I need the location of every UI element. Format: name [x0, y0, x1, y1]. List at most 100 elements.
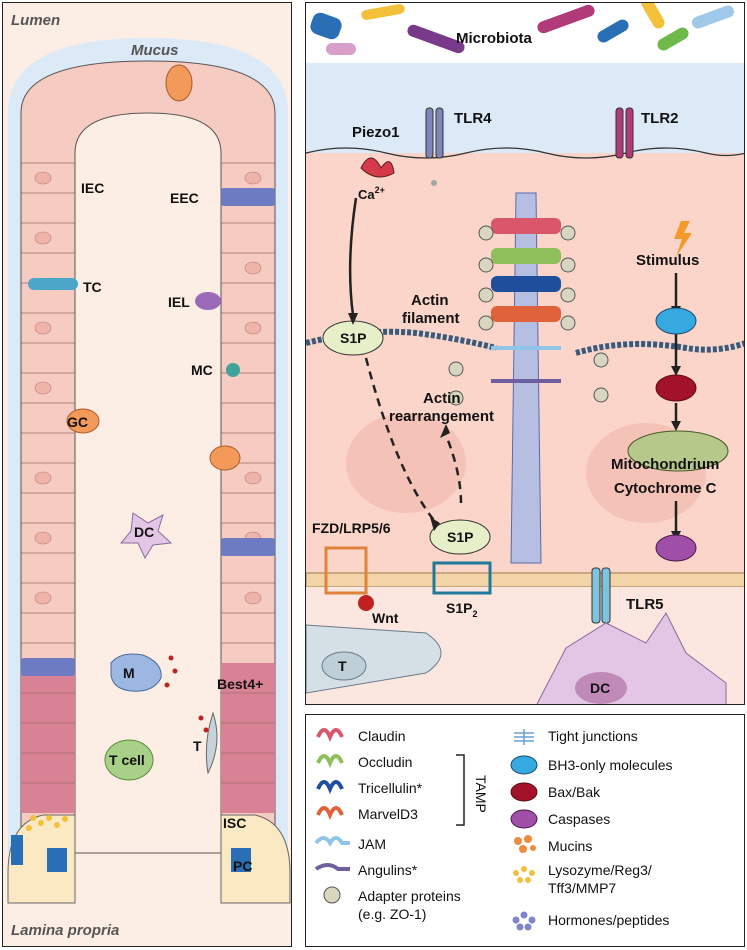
caspases-icon [510, 809, 538, 829]
cell-borders [21, 162, 275, 784]
isc-label: ISC [223, 815, 246, 831]
tricellulin-icon [316, 780, 344, 795]
goblet-cell-top [165, 64, 193, 102]
caspases-oval [655, 534, 697, 562]
pc-label: PC [233, 858, 252, 874]
legend-symbols-right [510, 729, 538, 931]
legend: TAMP Claudin Occludin Tricellulin* Marve… [314, 728, 673, 931]
adapter-icon [323, 886, 341, 904]
actin-filament-label-1: Actin [411, 292, 449, 309]
tlr5-label: TLR5 [626, 596, 664, 613]
angulins-icon [314, 863, 350, 871]
marveld3-icon [316, 806, 344, 821]
tlr2-receptor [615, 107, 634, 159]
t-cell-spindle [205, 711, 218, 775]
tlr4-label: TLR4 [454, 110, 492, 127]
lightning-icon [674, 221, 692, 257]
legend-caspases: Caspases [548, 811, 610, 827]
legend-hormones: Hormones/peptides [548, 912, 669, 928]
eec-cell [221, 188, 275, 206]
tight-junctions-icon [514, 729, 534, 745]
crypt-right [221, 663, 275, 813]
lysozyme-icon [513, 866, 535, 883]
legend-symbols-left [314, 728, 350, 904]
legend-tight: Tight junctions [548, 728, 638, 744]
mucins-icon [514, 835, 536, 853]
ca-label: Ca2+ [358, 185, 385, 202]
dendritic-cell [119, 512, 173, 560]
bax-bak-oval [655, 374, 697, 402]
actin-filament-label-2: filament [402, 310, 460, 327]
t-label: T [193, 738, 202, 754]
t-bottom-label: T [338, 658, 347, 674]
lamina-propria-label: Lamina propria [11, 922, 119, 939]
goblet-cell-2 [209, 445, 241, 471]
bax-icon [510, 782, 538, 802]
nuclei [34, 171, 262, 605]
iel-cell [195, 292, 221, 310]
fzd-label: FZD/LRP5/6 [312, 520, 391, 536]
mucus-band [306, 63, 744, 153]
legend-adapter-2: (e.g. ZO-1) [358, 906, 426, 922]
best4-label: Best4+ [217, 676, 263, 692]
legend-bh3: BH3-only molecules [548, 757, 673, 773]
villus-panel: Lumen Mucus IEC EEC TC IEL MC GC DC M Be… [2, 2, 292, 947]
tlr2-label: TLR2 [641, 110, 679, 127]
tuft-cell [28, 278, 78, 290]
tamp-bracket [456, 754, 465, 826]
crypt-left [21, 663, 75, 813]
tight-junction-stack [478, 218, 576, 331]
legend-panel: TAMP Claudin Occludin Tricellulin* Marve… [305, 714, 745, 947]
tamp-label: TAMP [473, 775, 489, 813]
tlr4-receptor [425, 107, 444, 186]
legend-angulins: Angulins* [358, 862, 418, 878]
actin-filament [306, 328, 744, 356]
wnt-label: Wnt [372, 610, 399, 626]
eec-cell-2 [221, 538, 275, 556]
bh3-icon [510, 755, 538, 775]
t-cell-round [104, 739, 154, 781]
dc-bottom-label: DC [590, 680, 610, 696]
villus-diagram: Lumen Mucus IEC EEC TC IEL MC GC DC M Be… [7, 12, 291, 939]
m-label: M [123, 665, 135, 681]
cytc-label: Cytochrome C [614, 480, 717, 497]
s1p-bottom-label: S1P [447, 529, 473, 545]
mito-label: Mitochondrium [611, 456, 719, 473]
crypt-base [7, 814, 291, 904]
mitochondrium [627, 430, 729, 472]
legend-jam: JAM [358, 836, 386, 852]
piezo1-label: Piezo1 [352, 124, 400, 141]
microbiota-label: Microbiota [456, 30, 532, 47]
signal-arrows [348, 197, 678, 533]
mucus-label: Mucus [131, 42, 179, 59]
legend-lyso-1: Lysozyme/Reg3/ [548, 862, 652, 878]
stimulus-label: Stimulus [636, 252, 699, 269]
legend-bax: Bax/Bak [548, 784, 601, 800]
legend-claudin: Claudin [358, 728, 405, 744]
claudin-icon [316, 728, 344, 743]
junction-panel: Microbiota TLR4 TLR2 Piezo1 Ca2+ Stimulu… [305, 2, 745, 705]
hormones-icon [512, 911, 536, 931]
s1p-node-bottom [429, 519, 491, 555]
arrow-heads [348, 306, 681, 541]
eec-cell-3 [21, 658, 75, 676]
s1p2-label: S1P2 [446, 600, 477, 619]
jam-icon [314, 836, 350, 847]
basement-membrane [306, 572, 744, 588]
m-cell-dot [226, 363, 240, 377]
iel-label: IEL [168, 294, 190, 310]
actin-rearr-label-2: rearrangement [389, 408, 494, 425]
lumen-label: Lumen [11, 12, 60, 29]
legend-tricellulin: Tricellulin* [358, 780, 423, 796]
legend-lyso-2: Tff3/MMP7 [548, 880, 616, 896]
mc-label: MC [191, 362, 213, 378]
apical-membrane [306, 147, 744, 159]
s1p-top-label: S1P [340, 330, 366, 346]
legend-adapter-1: Adapter proteins [358, 888, 461, 904]
dc-label: DC [134, 524, 154, 540]
nucleus-left [346, 413, 466, 513]
goblet-cell [66, 408, 100, 434]
eec-label: EEC [170, 190, 199, 206]
junction-diagram: Microbiota TLR4 TLR2 Piezo1 Ca2+ Stimulu… [306, 3, 744, 704]
s1p2-receptor [432, 561, 492, 595]
